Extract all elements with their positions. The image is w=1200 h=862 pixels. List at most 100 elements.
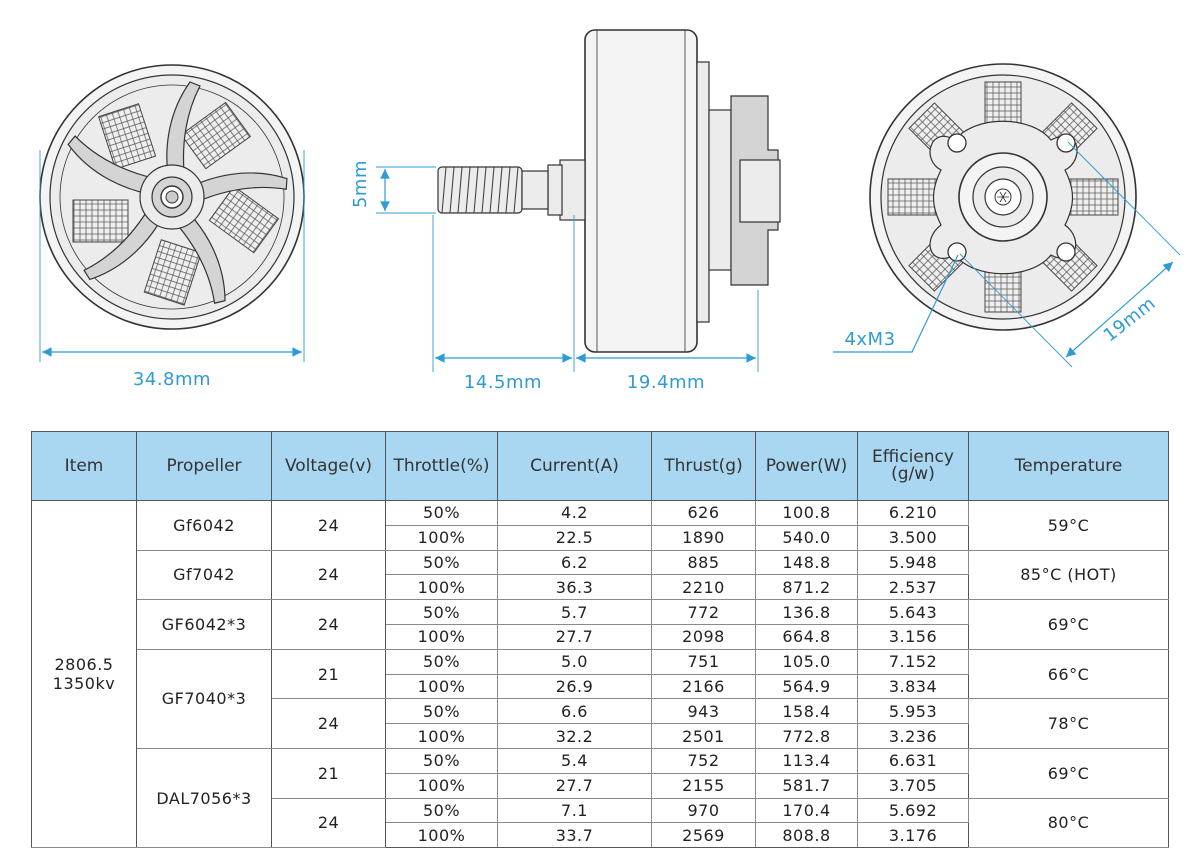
temperature-cell: 69°C bbox=[968, 599, 1169, 650]
throttle-cell: 50% bbox=[385, 747, 498, 774]
performance-table: Item Propeller Voltage(v) Throttle(%) Cu… bbox=[31, 431, 1169, 849]
power-cell: 772.8 bbox=[755, 723, 858, 749]
power-cell: 113.4 bbox=[755, 747, 858, 774]
back-view bbox=[833, 63, 1181, 368]
efficiency-cell: 5.953 bbox=[857, 698, 969, 725]
current-cell: 6.6 bbox=[497, 698, 652, 725]
thrust-cell: 2569 bbox=[651, 822, 756, 849]
propeller-cell: Gf7042 bbox=[136, 549, 272, 601]
thrust-cell: 885 bbox=[651, 549, 756, 576]
power-cell: 564.9 bbox=[755, 673, 858, 700]
power-cell: 158.4 bbox=[755, 698, 858, 725]
current-cell: 6.2 bbox=[497, 549, 652, 576]
current-cell: 26.9 bbox=[497, 673, 652, 700]
power-cell: 808.8 bbox=[755, 822, 858, 849]
voltage-cell: 21 bbox=[271, 747, 386, 799]
header-propeller: Propeller bbox=[136, 431, 272, 501]
propeller-cell: GF6042*3 bbox=[136, 599, 272, 650]
throttle-cell: 100% bbox=[385, 822, 498, 849]
header-efficiency-line2: (g/w) bbox=[891, 464, 935, 484]
thrust-cell: 626 bbox=[651, 500, 756, 526]
item-model: 2806.5 bbox=[54, 655, 114, 675]
temperature-cell: 85°C (HOT) bbox=[968, 549, 1169, 601]
throttle-cell: 50% bbox=[385, 797, 498, 824]
throttle-cell: 50% bbox=[385, 549, 498, 576]
shaft-length-label: 14.5mm bbox=[464, 372, 542, 393]
propeller-cell: Gf6042 bbox=[136, 500, 272, 551]
throttle-cell: 100% bbox=[385, 673, 498, 700]
temperature-cell: 59°C bbox=[968, 500, 1169, 551]
efficiency-cell: 3.500 bbox=[857, 524, 969, 551]
header-item: Item bbox=[31, 431, 137, 501]
header-efficiency: Efficiency (g/w) bbox=[857, 431, 969, 501]
voltage-cell: 24 bbox=[271, 599, 386, 650]
current-cell: 5.4 bbox=[497, 747, 652, 774]
thrust-cell: 943 bbox=[651, 698, 756, 725]
front-view bbox=[39, 64, 305, 362]
performance-table-container: Item Propeller Voltage(v) Throttle(%) Cu… bbox=[31, 431, 1169, 849]
power-cell: 871.2 bbox=[755, 574, 858, 601]
voltage-cell: 21 bbox=[271, 648, 386, 700]
shaft-diameter-label: 5mm bbox=[350, 160, 371, 208]
throttle-cell: 50% bbox=[385, 599, 498, 625]
throttle-cell: 100% bbox=[385, 623, 498, 650]
throttle-cell: 50% bbox=[385, 648, 498, 675]
power-cell: 664.8 bbox=[755, 623, 858, 650]
efficiency-cell: 5.692 bbox=[857, 797, 969, 824]
header-temperature: Temperature bbox=[968, 431, 1169, 501]
mount-screws-label: 4xM3 bbox=[844, 329, 895, 350]
header-efficiency-line1: Efficiency bbox=[872, 447, 954, 467]
power-cell: 148.8 bbox=[755, 549, 858, 576]
temperature-cell: 69°C bbox=[968, 747, 1169, 799]
power-cell: 100.8 bbox=[755, 500, 858, 526]
voltage-cell: 24 bbox=[271, 797, 386, 849]
power-cell: 581.7 bbox=[755, 772, 858, 799]
propeller-cell: GF7040*3 bbox=[136, 648, 272, 749]
motor-technical-drawing: 34.8mm 5mm bbox=[39, 29, 1181, 393]
propeller-cell: DAL7056*3 bbox=[136, 747, 272, 849]
efficiency-cell: 3.176 bbox=[857, 822, 969, 849]
voltage-cell: 24 bbox=[271, 500, 386, 551]
voltage-cell: 24 bbox=[271, 698, 386, 749]
thrust-cell: 772 bbox=[651, 599, 756, 625]
thrust-cell: 752 bbox=[651, 747, 756, 774]
throttle-cell: 100% bbox=[385, 574, 498, 601]
efficiency-cell: 3.705 bbox=[857, 772, 969, 799]
efficiency-cell: 6.631 bbox=[857, 747, 969, 774]
current-cell: 5.7 bbox=[497, 599, 652, 625]
header-current: Current(A) bbox=[497, 431, 652, 501]
current-cell: 27.7 bbox=[497, 772, 652, 799]
efficiency-cell: 2.537 bbox=[857, 574, 969, 601]
voltage-cell: 24 bbox=[271, 549, 386, 601]
header-row: Item Propeller Voltage(v) Throttle(%) Cu… bbox=[31, 431, 1169, 501]
efficiency-cell: 7.152 bbox=[857, 648, 969, 675]
thrust-cell: 1890 bbox=[651, 524, 756, 551]
thrust-cell: 2501 bbox=[651, 723, 756, 749]
current-cell: 36.3 bbox=[497, 574, 652, 601]
item-kv: 1350kv bbox=[52, 674, 116, 694]
temperature-cell: 66°C bbox=[968, 648, 1169, 700]
thrust-cell: 2155 bbox=[651, 772, 756, 799]
body-length-label: 19.4mm bbox=[627, 372, 705, 393]
current-cell: 5.0 bbox=[497, 648, 652, 675]
efficiency-cell: 5.948 bbox=[857, 549, 969, 576]
efficiency-cell: 6.210 bbox=[857, 500, 969, 526]
current-cell: 33.7 bbox=[497, 822, 652, 849]
power-cell: 136.8 bbox=[755, 599, 858, 625]
thrust-cell: 751 bbox=[651, 648, 756, 675]
efficiency-cell: 3.834 bbox=[857, 673, 969, 700]
throttle-cell: 100% bbox=[385, 524, 498, 551]
throttle-cell: 100% bbox=[385, 772, 498, 799]
